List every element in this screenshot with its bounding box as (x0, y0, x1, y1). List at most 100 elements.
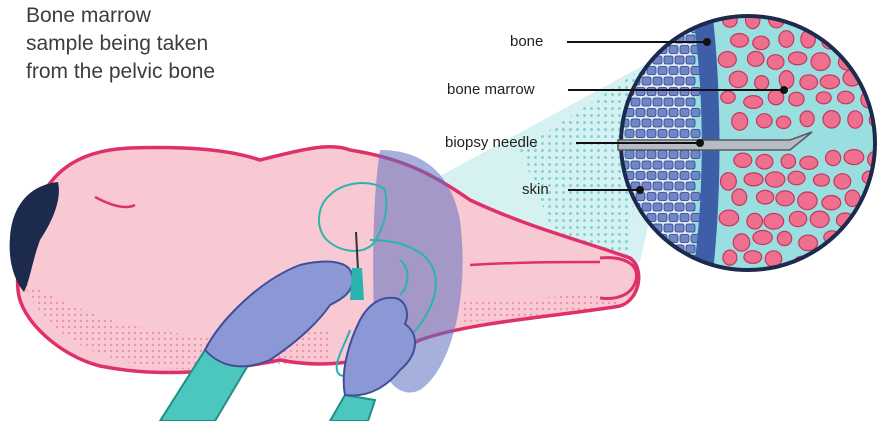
marrow-cell (764, 214, 784, 230)
skin-cell (658, 193, 667, 201)
skin-cell (658, 214, 667, 222)
skin-cell (675, 203, 684, 211)
marrow-cell (744, 251, 762, 264)
marrow-cell (729, 71, 747, 87)
skin-cell (664, 56, 673, 64)
skin-cell (658, 67, 667, 75)
skin-cell (669, 88, 678, 96)
skin-cell (647, 46, 656, 54)
skin-cell (680, 214, 689, 222)
skin-cell (664, 98, 673, 106)
marrow-cell (721, 91, 735, 103)
label-skin: skin (522, 181, 549, 198)
marrow-cell (779, 31, 794, 48)
marrow-cell (721, 173, 737, 190)
skin-cell (675, 77, 684, 85)
skin-cell (691, 130, 700, 138)
marrow-cell (867, 32, 883, 45)
marrow-cell (788, 52, 806, 65)
skin-cell (664, 77, 673, 85)
skin-cell (642, 266, 651, 274)
marrow-cell (781, 154, 795, 168)
skin-cell (653, 14, 662, 22)
skin-cell (642, 77, 651, 85)
skin-cell (675, 224, 684, 232)
skin-cell (625, 25, 634, 33)
skin-cell (658, 25, 667, 33)
marrow-cell (810, 211, 829, 227)
skin-cell (675, 161, 684, 169)
marrow-cell (757, 190, 774, 204)
marrow-cell (776, 116, 790, 128)
skin-cell (675, 266, 684, 274)
label-bone-marrow: bone marrow (447, 81, 535, 98)
marrow-cell (753, 231, 772, 245)
skin-cell (680, 277, 689, 285)
skin-cell (631, 119, 640, 127)
skin-cell (686, 77, 695, 85)
skin-cell (642, 161, 651, 169)
marrow-cell (747, 51, 764, 66)
marrow-cell (723, 250, 737, 265)
diagram-caption: Bone marrow sample being taken from the … (26, 2, 216, 86)
skin-cell (636, 46, 645, 54)
marrow-cell (823, 111, 840, 128)
skin-cell (631, 14, 640, 22)
sleeve-right (330, 395, 375, 421)
marrow-cell (870, 230, 883, 246)
skin-cell (675, 98, 684, 106)
marrow-cell (779, 71, 794, 89)
skin-cell (686, 98, 695, 106)
skin-cell (675, 14, 684, 22)
skin-cell (680, 67, 689, 75)
skin-cell (653, 98, 662, 106)
marrow-cell (814, 10, 831, 25)
marrow-cell (789, 211, 806, 226)
skin-cell (686, 224, 695, 232)
marrow-cell (753, 36, 770, 49)
marrow-cell (811, 53, 830, 71)
skin-cell (680, 130, 689, 138)
marrow-cell (815, 255, 834, 272)
skin-cell (631, 56, 640, 64)
skin-cell (647, 172, 656, 180)
marrow-cell (800, 111, 814, 127)
skin-cell (647, 25, 656, 33)
skin-cell (647, 193, 656, 201)
marrow-cell (846, 31, 865, 47)
skin-cell (664, 14, 673, 22)
skin-cell (691, 193, 700, 201)
marrow-cell (765, 172, 784, 187)
skin-cell (636, 151, 645, 159)
skin-cell (625, 46, 634, 54)
marrow-cell (860, 50, 876, 64)
skin-cell (636, 130, 645, 138)
marrow-cell (871, 196, 883, 210)
marrow-cell (788, 171, 805, 185)
skin-cell (658, 109, 667, 117)
skin-cell (658, 151, 667, 159)
skin-cell (686, 161, 695, 169)
skin-cell (658, 130, 667, 138)
marrow-cell (798, 192, 817, 210)
skin-cell (686, 14, 695, 22)
marrow-cell (791, 11, 808, 24)
marrow-cell (871, 74, 883, 91)
skin-cell (680, 46, 689, 54)
skin-cell (636, 88, 645, 96)
marrow-cell (732, 189, 747, 205)
skin-cell (675, 119, 684, 127)
skin-cell (653, 266, 662, 274)
skin-cell (691, 109, 700, 117)
marrow-cell (857, 209, 873, 227)
skin-cell (636, 172, 645, 180)
skin-cell (647, 130, 656, 138)
skin-cell (620, 14, 629, 22)
skin-cell (647, 67, 656, 75)
needle-hub (350, 268, 364, 300)
skin-cell (664, 119, 673, 127)
marrow-cell (826, 150, 841, 165)
skin-cell (680, 88, 689, 96)
skin-cell (653, 245, 662, 253)
skin-cell (647, 277, 656, 285)
